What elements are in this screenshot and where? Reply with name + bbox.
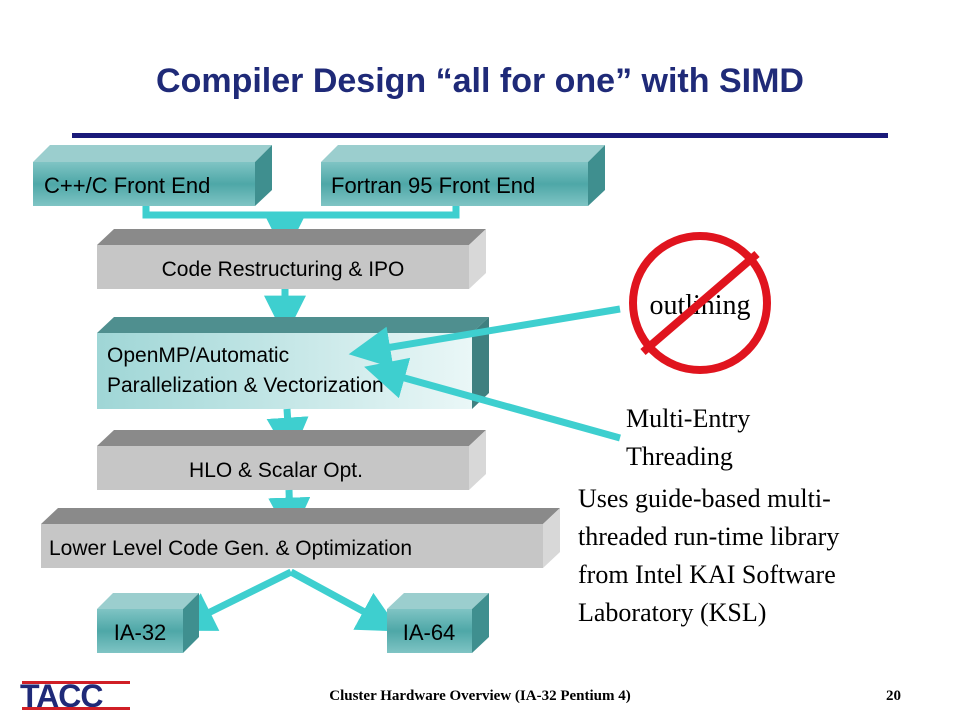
hlo-box: HLO & Scalar Opt. — [97, 430, 486, 490]
ia64-label: IA-64 — [403, 620, 456, 645]
ia32-box: IA-32 — [97, 593, 199, 653]
cpp-front-end-box: C++/C Front End — [33, 145, 272, 206]
outlining-arrow — [348, 305, 621, 369]
openmp-box: OpenMP/Automatic Parallelization & Vecto… — [97, 317, 489, 409]
code-restructuring-label: Code Restructuring & IPO — [162, 258, 405, 281]
ia64-box: IA-64 — [387, 593, 489, 653]
tacc-logo: TACC — [20, 678, 130, 714]
outlining-prohibited: outlining — [629, 232, 771, 374]
description-line4: Laboratory (KSL) — [578, 598, 767, 627]
footer-text: Cluster Hardware Overview (IA-32 Pentium… — [329, 688, 631, 704]
multi-entry-line1: Multi-Entry — [626, 404, 751, 433]
description-line2: threaded run-time library — [578, 522, 840, 551]
multi-entry-threading-note: Multi-Entry Threading — [626, 400, 750, 476]
cpp-front-end-label: C++/C Front End — [44, 173, 210, 198]
runtime-library-description: Uses guide-based multi- threaded run-tim… — [578, 480, 839, 632]
lower-level-box: Lower Level Code Gen. & Optimization — [41, 508, 560, 568]
slide-title: Compiler Design “all for one” with SIMD — [156, 62, 804, 100]
fortran-front-end-label: Fortran 95 Front End — [331, 173, 535, 198]
multi-entry-line2: Threading — [626, 442, 733, 471]
multi-entry-arrow — [364, 357, 621, 442]
description-line1: Uses guide-based multi- — [578, 484, 831, 513]
lower-level-label: Lower Level Code Gen. & Optimization — [49, 537, 412, 560]
title-underline — [72, 133, 888, 138]
openmp-label-line2: Parallelization & Vectorization — [107, 374, 384, 397]
lower-to-targets-arrows — [172, 568, 401, 632]
page-number: 20 — [886, 688, 901, 704]
description-line3: from Intel KAI Software — [578, 560, 836, 589]
code-restructuring-box: Code Restructuring & IPO — [97, 229, 486, 289]
fortran-front-end-box: Fortran 95 Front End — [321, 145, 605, 206]
prohibit-slash — [640, 250, 760, 356]
ia32-label: IA-32 — [114, 620, 167, 645]
openmp-label-line1: OpenMP/Automatic — [107, 344, 289, 367]
hlo-label: HLO & Scalar Opt. — [189, 459, 363, 482]
